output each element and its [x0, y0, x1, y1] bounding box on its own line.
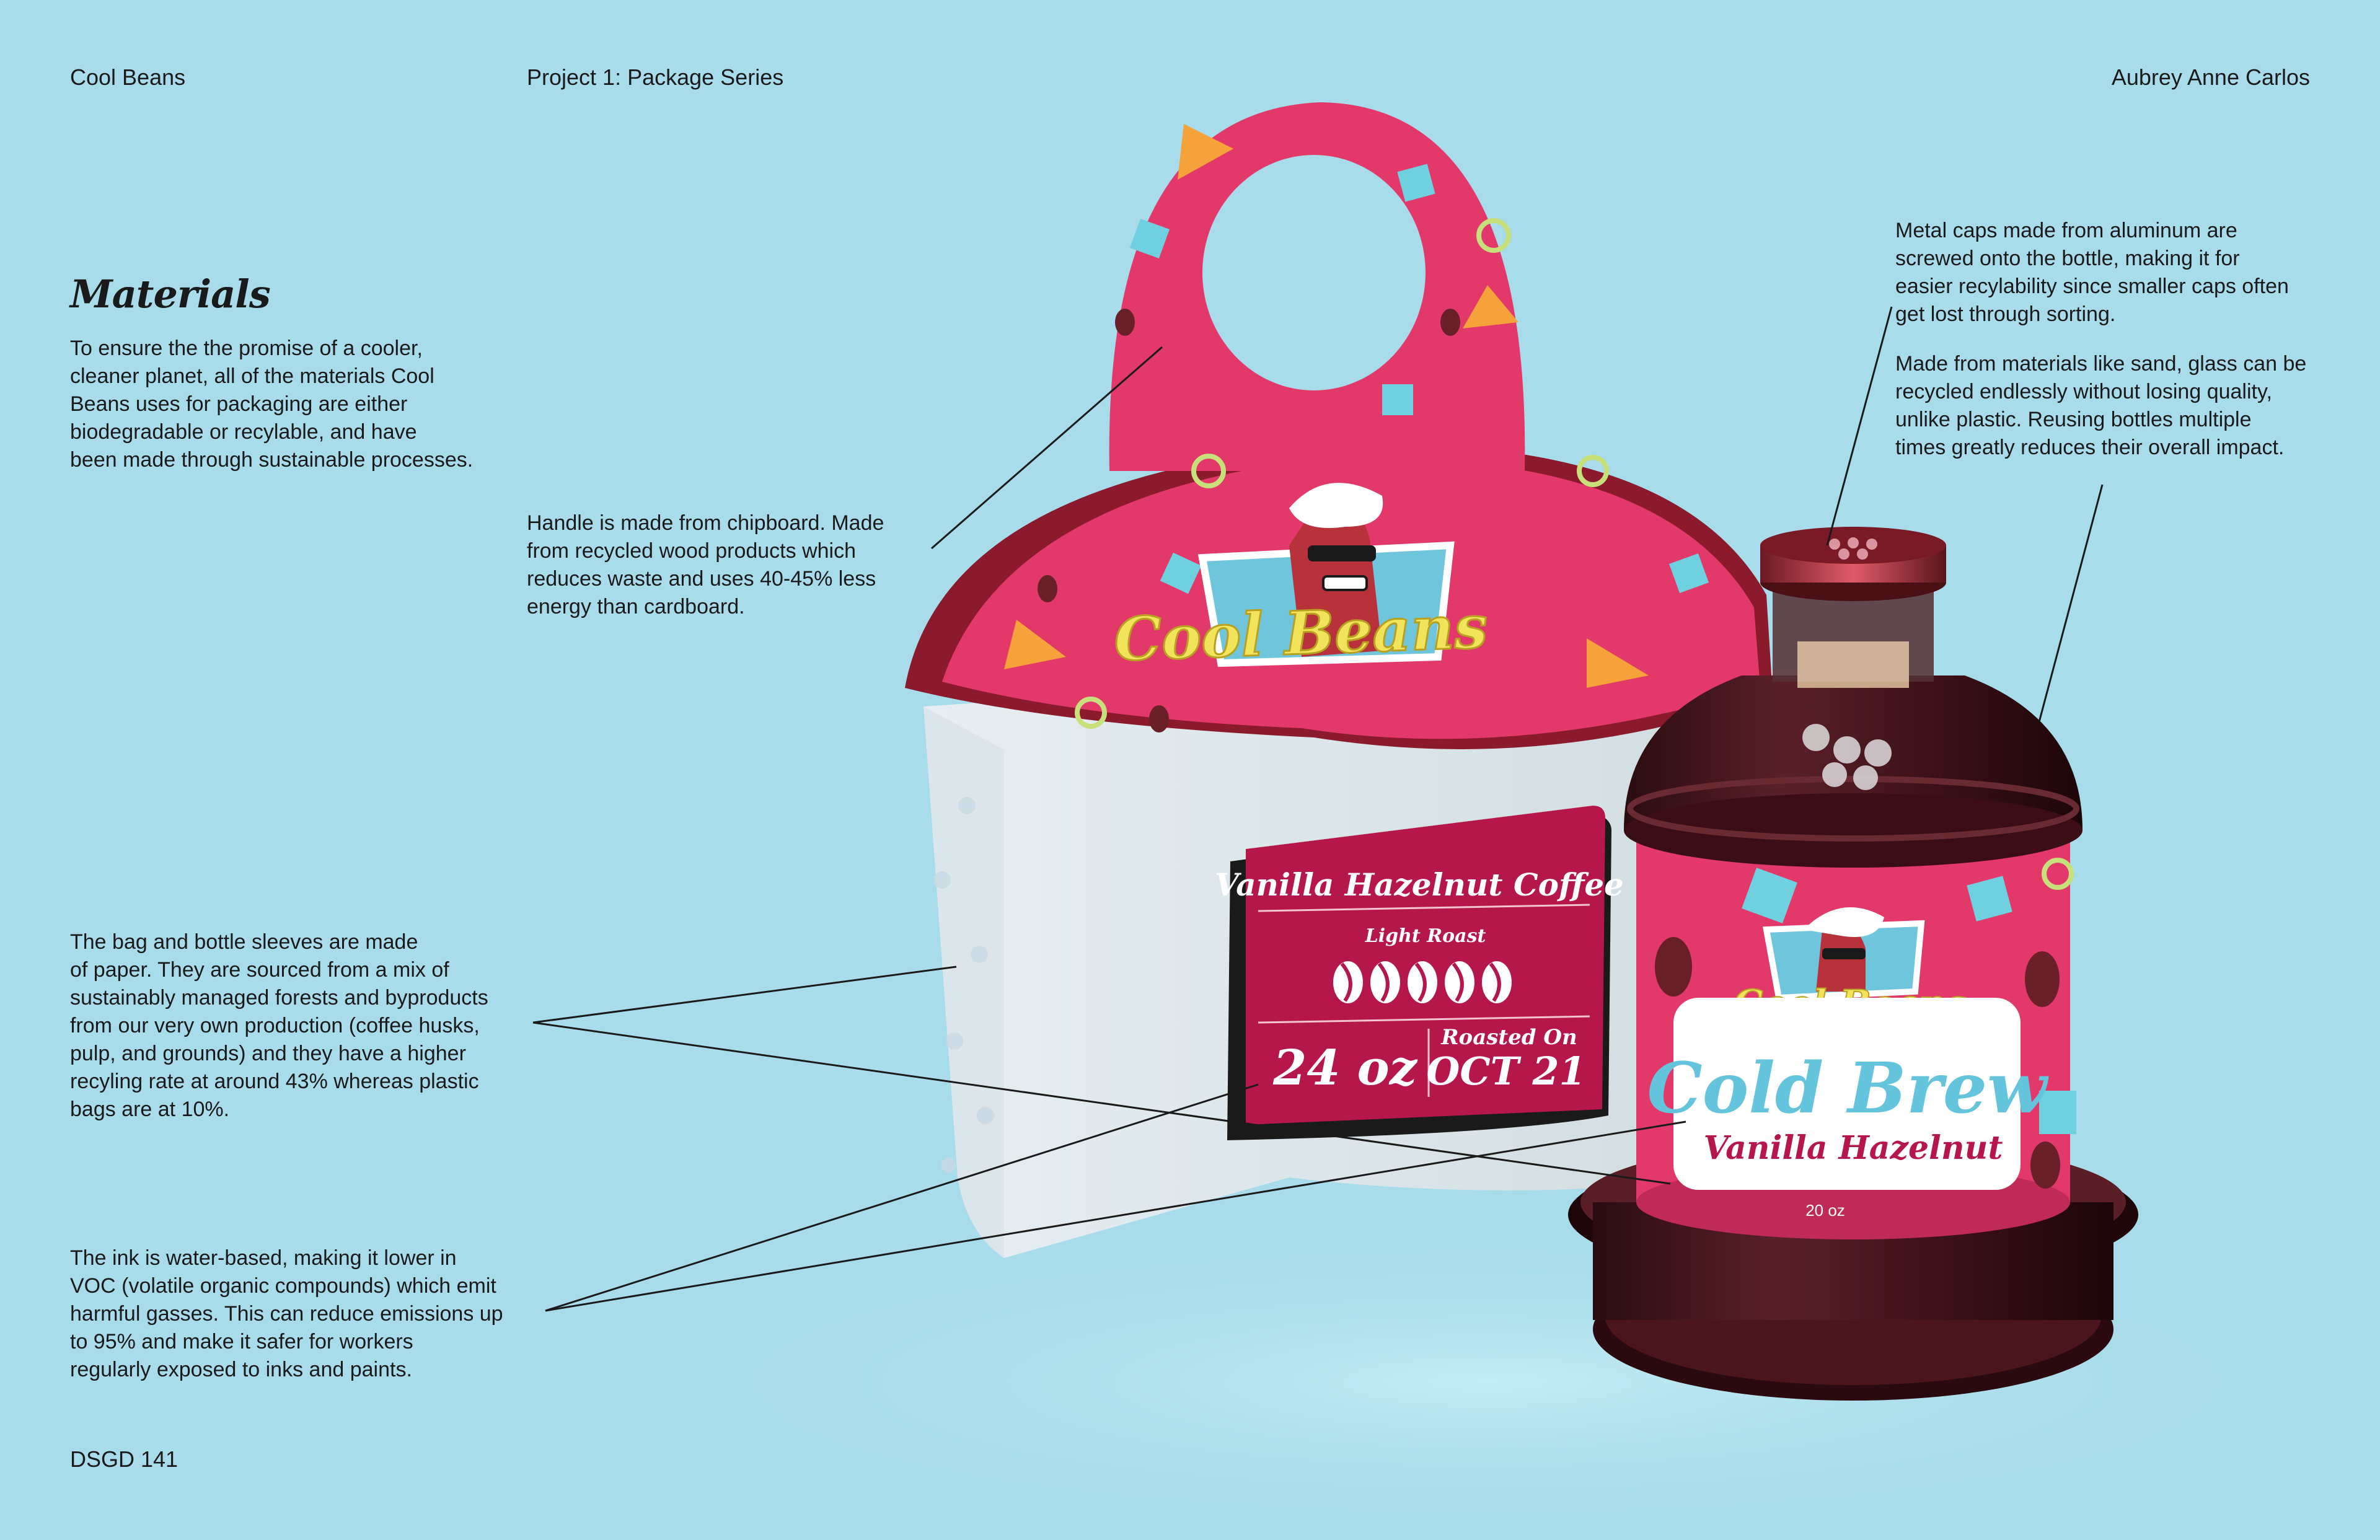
handle-hole [1202, 155, 1426, 390]
leader-handle [931, 346, 1163, 550]
label-roasted-on: Roasted On [1440, 1025, 1577, 1050]
bottle-product-name: Cold Brew [1647, 1048, 2049, 1129]
label-flavor: Vanilla Hazelnut Coffee [1215, 866, 1624, 903]
annotation-ink: The ink is water-based, making it lower … [70, 1246, 503, 1381]
leader-caps [1826, 306, 1893, 546]
annotation-paper: The bag and bottle sleeves are made of p… [70, 930, 488, 1121]
section-title: Materials [70, 271, 271, 317]
header-project: Project 1: Package Series [527, 64, 784, 90]
box-label: Vanilla Hazelnut Coffee Light Roast 24 o… [1215, 806, 1624, 1140]
annotation-caps: Metal caps made from aluminum are screwe… [1895, 219, 2289, 326]
leader-ink-bottle [545, 1120, 1686, 1312]
bottle-flavor: Vanilla Hazelnut [1704, 1129, 2003, 1167]
label-roast: Light Roast [1365, 925, 1486, 947]
annotation-glass: Made from materials like sand, glass can… [1895, 352, 2307, 459]
mascot-emblem: Cool Beans [1112, 483, 1489, 675]
header-author: Aubrey Anne Carlos [2111, 64, 2310, 90]
label-size: 24 oz [1272, 1040, 1418, 1096]
sleeve-pattern [1655, 858, 2076, 1189]
cold-brew-bottle: Cool Beans Cold Brew Vanilla Hazelnut 20… [1568, 527, 2138, 1401]
label-roasted-date: OCT 21 [1426, 1049, 1585, 1094]
roast-level-beans [1333, 961, 1512, 1003]
footer-course: DSGD 141 [70, 1446, 178, 1472]
header-brand: Cool Beans [70, 64, 186, 90]
leader-paper-sleeve [532, 1021, 1671, 1185]
lid-pattern [1004, 124, 1709, 733]
leader-lines [532, 306, 2104, 1312]
intro-paragraph: To ensure the the promise of a cooler, c… [70, 337, 474, 472]
coffee-box: Cool Beans Vanilla Hazelnut Coffee Light… [905, 102, 1810, 1258]
leader-ink-box [545, 1083, 1259, 1312]
leader-paper-box [532, 966, 957, 1024]
bottle-size: 20 oz [1805, 1201, 1845, 1220]
annotation-handle: Handle is made from chipboard. Made from… [527, 511, 884, 618]
lid-brand-text: Cool Beans [1113, 592, 1489, 675]
bottle-label: Cool Beans Cold Brew Vanilla Hazelnut 20… [1647, 907, 2049, 1220]
leader-glass [2038, 484, 2104, 723]
